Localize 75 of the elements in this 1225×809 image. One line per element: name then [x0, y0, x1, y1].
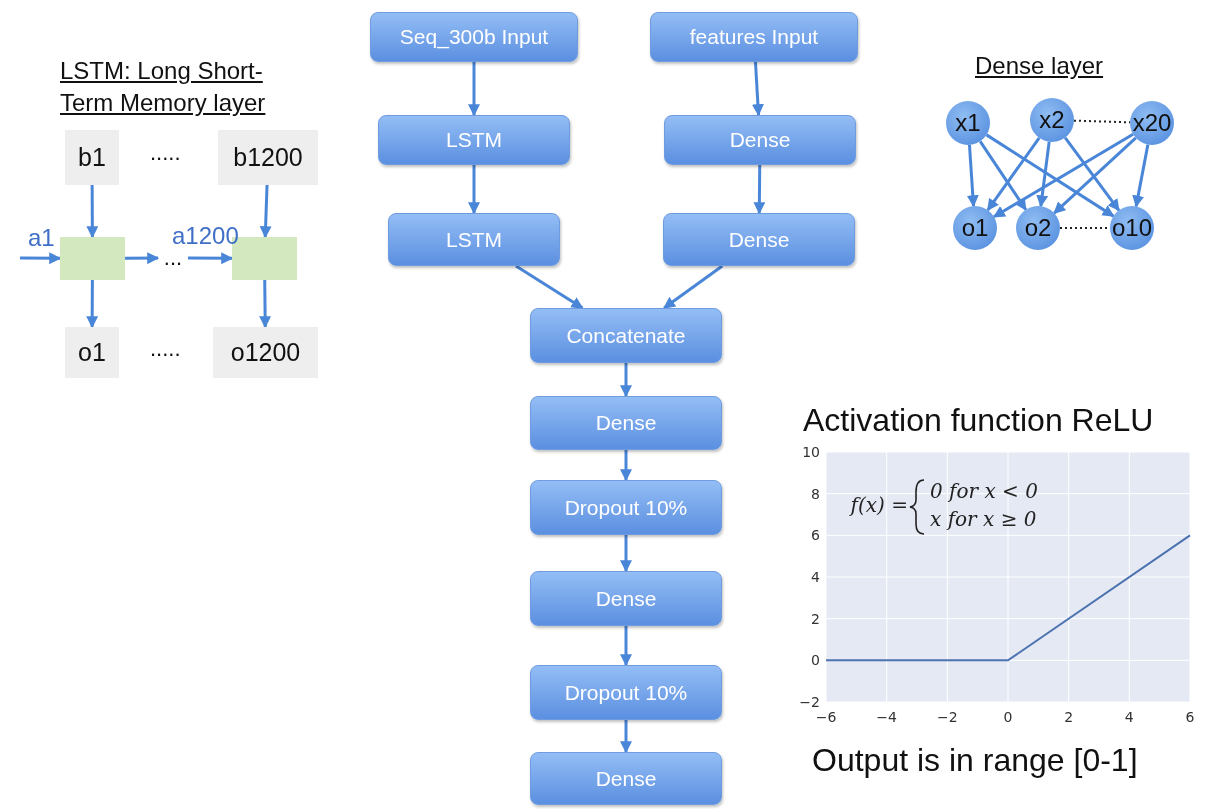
section-heading: LSTM: Long Short-Term Memory layer	[60, 56, 267, 119]
arrow	[468, 62, 480, 117]
layer-box: Seq_300b Input	[370, 12, 578, 62]
layer-box: LSTM	[388, 213, 560, 266]
neuron-circle: o1	[953, 206, 997, 250]
section-heading: Dense layer	[975, 52, 1104, 80]
neuron-circle: x2	[1030, 98, 1074, 142]
layer-box: Dense	[530, 396, 722, 450]
arrow	[86, 185, 99, 239]
layer-box: Dense	[664, 115, 856, 165]
value-box: b1200	[218, 130, 318, 185]
tick-label: 10	[802, 444, 820, 460]
arrow	[985, 133, 1115, 218]
chart-title: Activation function ReLU	[803, 402, 1154, 439]
arrow	[1132, 144, 1150, 208]
arrow	[620, 450, 632, 482]
layer-box: Dense	[663, 213, 855, 266]
dotted-line	[1073, 119, 1131, 124]
arrow	[620, 363, 632, 398]
edge-label: a1	[28, 224, 55, 252]
arrow	[992, 132, 1134, 219]
arrow	[620, 626, 632, 667]
arrow	[620, 720, 632, 754]
arrow	[188, 252, 234, 265]
arrow	[620, 535, 632, 573]
layer-box: Dense	[530, 571, 722, 626]
chart-caption: Output is in range [0-1]	[812, 742, 1138, 779]
arrow	[1063, 136, 1121, 212]
value-box: o1200	[213, 327, 318, 378]
tick-label: 0	[811, 652, 820, 669]
arrow	[125, 252, 160, 265]
tick-label: −2	[937, 709, 958, 725]
neuron-circle: x20	[1130, 101, 1174, 145]
arrow	[966, 144, 979, 208]
layer-box: LSTM	[378, 115, 570, 165]
layer-box: Concatenate	[530, 308, 722, 363]
arrow	[259, 280, 272, 329]
tick-label: 4	[811, 569, 820, 585]
arrow	[986, 137, 1041, 212]
tick-label: −2	[799, 694, 820, 710]
cell-block	[60, 237, 125, 280]
neuron-circle: x1	[946, 101, 990, 145]
tick-label: 0	[1003, 709, 1013, 725]
formula-text: 0 for x < 0	[930, 479, 1038, 503]
value-box: b1	[65, 130, 119, 185]
arrow	[978, 140, 1028, 211]
tick-label: −4	[876, 709, 897, 725]
arrow	[663, 264, 724, 310]
layer-box: features Input	[650, 12, 858, 62]
formula-text: f(x) =	[850, 493, 908, 517]
arrow	[1036, 141, 1051, 208]
arrow	[259, 184, 272, 239]
formula-text: x for x ≥ 0	[930, 507, 1037, 531]
arrow	[753, 165, 766, 215]
arrow	[1053, 136, 1137, 215]
neuron-circle: o2	[1016, 206, 1060, 250]
arrow	[468, 165, 480, 215]
layer-box: Dropout 10%	[530, 480, 722, 535]
tick-label: 8	[811, 485, 820, 502]
arrow	[20, 252, 62, 265]
tick-label: 6	[1185, 709, 1195, 725]
layer-box: Dropout 10%	[530, 665, 722, 720]
neuron-circle: o10	[1110, 206, 1154, 250]
value-box: o1	[65, 327, 119, 378]
tick-label: 6	[811, 527, 820, 544]
ellipsis: .....	[150, 336, 181, 362]
tick-label: 2	[1064, 709, 1074, 725]
arrow	[751, 61, 764, 117]
tick-label: 2	[811, 610, 820, 627]
arrow	[515, 264, 584, 310]
ellipsis: .....	[150, 140, 181, 166]
tick-label: 4	[1124, 709, 1134, 725]
arrow	[86, 280, 99, 329]
layer-box: Dense	[530, 752, 722, 805]
tick-label: −6	[815, 709, 837, 725]
